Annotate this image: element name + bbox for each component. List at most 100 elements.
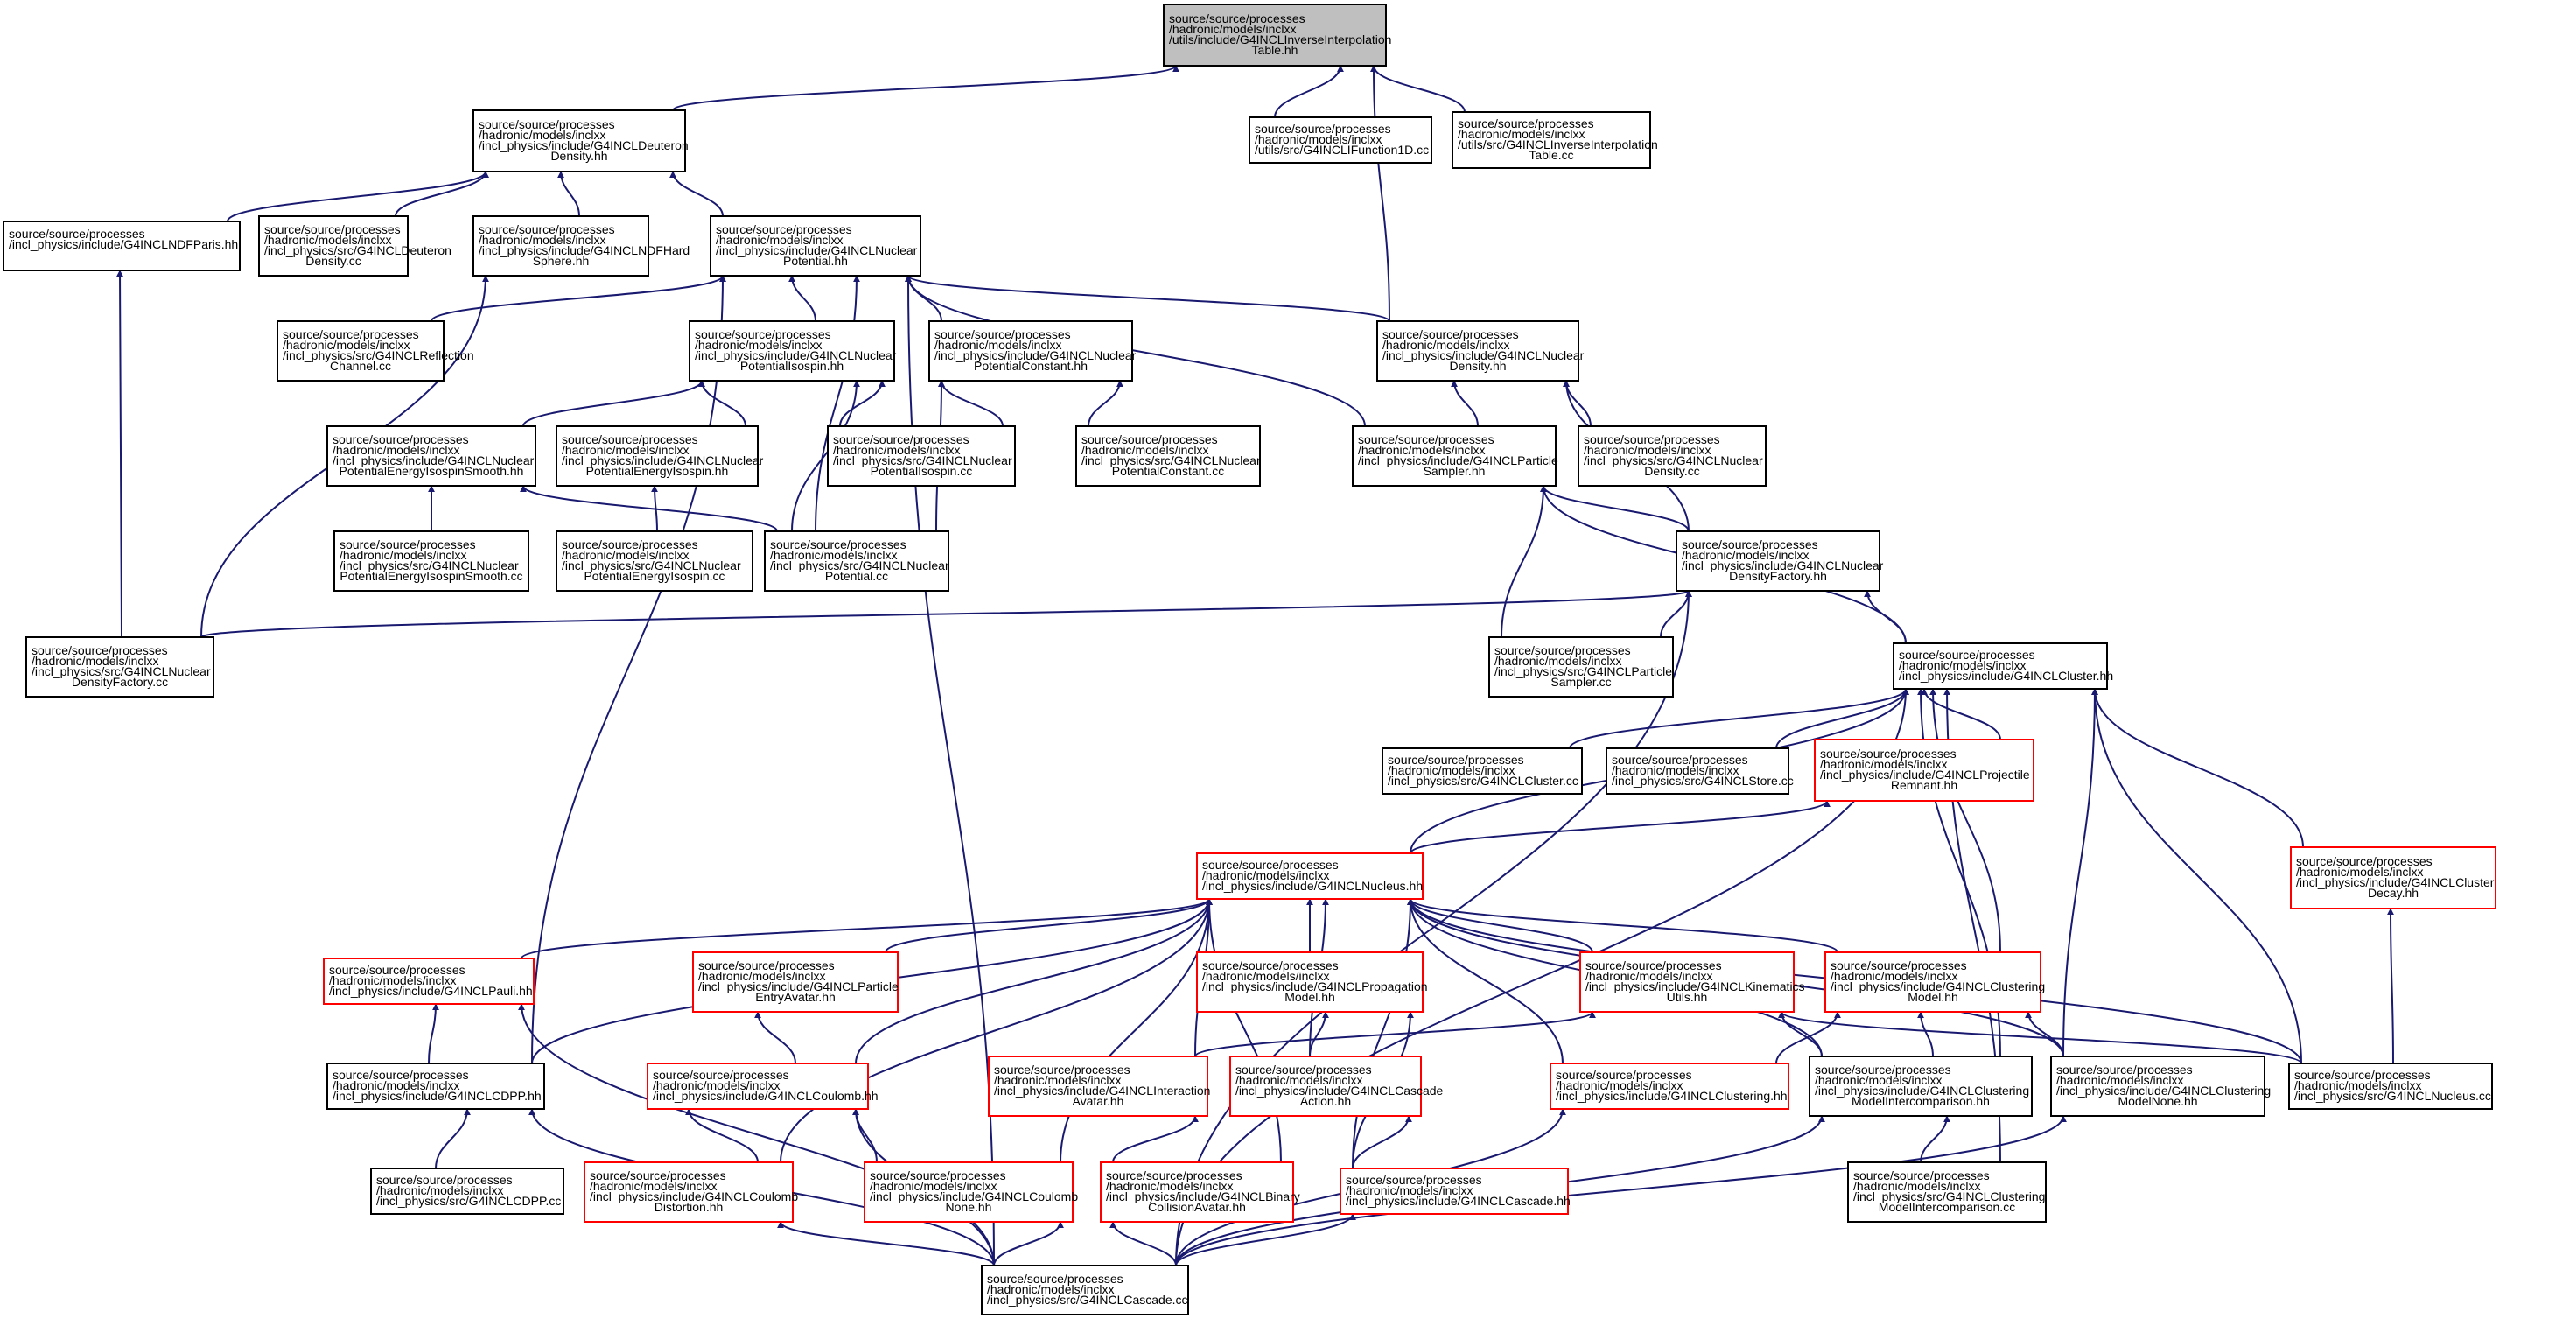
file-node-box[interactable] bbox=[584, 1161, 794, 1223]
file-node-box[interactable] bbox=[1196, 951, 1424, 1013]
file-node-box[interactable] bbox=[276, 320, 444, 382]
file-node-pauli-hh[interactable]: source/source/processes/hadronic/models/… bbox=[323, 958, 535, 1005]
file-node-box[interactable] bbox=[326, 425, 536, 487]
file-node-box[interactable] bbox=[258, 215, 409, 277]
file-node-coulomb-none-hh[interactable]: source/source/processes/hadronic/models/… bbox=[864, 1161, 1078, 1223]
file-node-cluster-hh[interactable]: source/source/processes/hadronic/models/… bbox=[1893, 642, 2113, 690]
file-node-box[interactable] bbox=[1488, 636, 1674, 698]
file-node-box[interactable] bbox=[1579, 951, 1795, 1013]
file-node-box[interactable] bbox=[1814, 739, 2034, 802]
file-node-box[interactable] bbox=[1606, 747, 1789, 795]
file-node-box[interactable] bbox=[556, 530, 753, 592]
file-node-deuteron-density-hh[interactable]: source/source/processes/hadronic/models/… bbox=[472, 109, 689, 172]
file-node-box[interactable] bbox=[864, 1161, 1074, 1223]
file-node-box[interactable] bbox=[1100, 1161, 1294, 1223]
file-node-pot-constant-cc[interactable]: source/source/processes/hadronic/models/… bbox=[1075, 425, 1261, 487]
file-node-coulomb-distortion-hh[interactable]: source/source/processes/hadronic/models/… bbox=[584, 1161, 798, 1223]
file-node-particle-sampler-hh[interactable]: source/source/processes/hadronic/models/… bbox=[1352, 425, 1558, 487]
file-node-box[interactable] bbox=[692, 951, 899, 1013]
file-node-box[interactable] bbox=[689, 320, 895, 382]
file-node-pe-iso-hh[interactable]: source/source/processes/hadronic/models/… bbox=[556, 425, 764, 487]
file-node-box[interactable] bbox=[2050, 1056, 2265, 1117]
file-node-box[interactable] bbox=[1340, 1168, 1569, 1215]
file-node-box[interactable] bbox=[1893, 642, 2108, 690]
file-node-box[interactable] bbox=[1550, 1063, 1789, 1110]
file-node-box[interactable] bbox=[1809, 1056, 2033, 1117]
file-node-box[interactable] bbox=[556, 425, 759, 487]
file-node-cascade-cc[interactable]: source/source/processes/hadronic/models/… bbox=[981, 1265, 1189, 1315]
file-node-nucleus-cc[interactable]: source/source/processes/hadronic/models/… bbox=[2288, 1063, 2493, 1110]
file-node-box[interactable] bbox=[1452, 111, 1651, 169]
file-node-box[interactable] bbox=[472, 215, 649, 277]
file-node-clustering-mi-hh[interactable]: source/source/processes/hadronic/models/… bbox=[1809, 1056, 2033, 1117]
file-node-box[interactable] bbox=[1578, 425, 1767, 487]
file-node-ndfhard-hh[interactable]: source/source/processes/hadronic/models/… bbox=[472, 215, 690, 277]
file-node-store-cc[interactable]: source/source/processes/hadronic/models/… bbox=[1606, 747, 1794, 795]
file-node-box[interactable] bbox=[981, 1265, 1189, 1315]
file-node-box[interactable] bbox=[2290, 846, 2496, 909]
file-node-box[interactable] bbox=[1196, 852, 1424, 900]
file-node-cluster-cc[interactable]: source/source/processes/hadronic/models/… bbox=[1382, 747, 1583, 795]
file-node-box[interactable] bbox=[1352, 425, 1557, 487]
file-node-box[interactable] bbox=[1382, 747, 1583, 795]
file-node-reflection-cc[interactable]: source/source/processes/hadronic/models/… bbox=[276, 320, 474, 382]
file-node-nuclear-potential-hh[interactable]: source/source/processes/hadronic/models/… bbox=[710, 215, 921, 277]
file-node-pe-iso-cc[interactable]: source/source/processes/hadronic/models/… bbox=[556, 530, 753, 592]
file-node-cdpp-hh[interactable]: source/source/processes/hadronic/models/… bbox=[326, 1063, 545, 1110]
file-node-box[interactable] bbox=[370, 1168, 564, 1215]
file-node-box[interactable] bbox=[326, 1063, 545, 1110]
file-node-box[interactable] bbox=[1824, 951, 2041, 1013]
file-node-kinematics-hh[interactable]: source/source/processes/hadronic/models/… bbox=[1579, 951, 1805, 1013]
file-node-coulomb-hh[interactable]: source/source/processes/hadronic/models/… bbox=[647, 1063, 878, 1110]
file-node-projectile-remnant-hh[interactable]: source/source/processes/hadronic/models/… bbox=[1814, 739, 2034, 802]
file-node-particle-entry-hh[interactable]: source/source/processes/hadronic/models/… bbox=[692, 951, 899, 1013]
file-node-density-factory-cc[interactable]: source/source/processes/hadronic/models/… bbox=[25, 636, 214, 698]
file-node-inv-table-cc[interactable]: source/source/processes/hadronic/models/… bbox=[1452, 111, 1658, 169]
file-node-box[interactable] bbox=[323, 958, 535, 1005]
file-node-inv-table-hh[interactable]: source/source/processes/hadronic/models/… bbox=[1163, 4, 1391, 67]
file-node-clustering-hh[interactable]: source/source/processes/hadronic/models/… bbox=[1550, 1063, 1789, 1110]
file-node-box[interactable] bbox=[2288, 1063, 2493, 1110]
file-node-box[interactable] bbox=[472, 109, 686, 172]
file-node-propagation-hh[interactable]: source/source/processes/hadronic/models/… bbox=[1196, 951, 1428, 1013]
file-node-clustering-model-hh[interactable]: source/source/processes/hadronic/models/… bbox=[1824, 951, 2045, 1013]
file-node-box[interactable] bbox=[1075, 425, 1261, 487]
file-node-interaction-avatar-hh[interactable]: source/source/processes/hadronic/models/… bbox=[988, 1056, 1210, 1117]
file-node-box[interactable] bbox=[3, 221, 241, 271]
file-node-clustering-mi-cc[interactable]: source/source/processes/hadronic/models/… bbox=[1847, 1161, 2047, 1223]
file-node-box[interactable] bbox=[333, 530, 529, 592]
file-node-cascade-hh[interactable]: source/source/processes/hadronic/models/… bbox=[1340, 1168, 1571, 1215]
file-node-box[interactable] bbox=[647, 1063, 869, 1110]
file-node-box[interactable] bbox=[1376, 320, 1579, 382]
file-node-pot-isospin-hh[interactable]: source/source/processes/hadronic/models/… bbox=[689, 320, 897, 382]
file-node-ndfparis-hh[interactable]: source/source/processes/incl_physics/inc… bbox=[3, 221, 241, 271]
file-node-box[interactable] bbox=[710, 215, 921, 277]
file-node-box[interactable] bbox=[827, 425, 1016, 487]
file-node-clustering-none-hh[interactable]: source/source/processes/hadronic/models/… bbox=[2050, 1056, 2271, 1117]
file-node-particle-sampler-cc[interactable]: source/source/processes/hadronic/models/… bbox=[1488, 636, 1674, 698]
file-node-density-factory-hh[interactable]: source/source/processes/hadronic/models/… bbox=[1676, 530, 1884, 592]
file-node-box[interactable] bbox=[988, 1056, 1208, 1117]
file-node-pot-constant-hh[interactable]: source/source/processes/hadronic/models/… bbox=[928, 320, 1137, 382]
file-node-nuclear-density-hh[interactable]: source/source/processes/hadronic/models/… bbox=[1376, 320, 1585, 382]
file-node-box[interactable] bbox=[1249, 116, 1432, 164]
file-node-box[interactable] bbox=[1847, 1161, 2047, 1223]
file-node-binary-collision-hh[interactable]: source/source/processes/hadronic/models/… bbox=[1100, 1161, 1300, 1223]
file-node-pe-iso-smooth-cc[interactable]: source/source/processes/hadronic/models/… bbox=[333, 530, 529, 592]
file-node-box[interactable] bbox=[25, 636, 214, 698]
file-node-cdpp-cc[interactable]: source/source/processes/hadronic/models/… bbox=[370, 1168, 564, 1215]
file-node-nuclear-density-cc[interactable]: source/source/processes/hadronic/models/… bbox=[1578, 425, 1767, 487]
file-node-cascade-action-hh[interactable]: source/source/processes/hadronic/models/… bbox=[1229, 1056, 1444, 1117]
file-node-ifunction1d-cc[interactable]: source/source/processes/hadronic/models/… bbox=[1249, 116, 1432, 164]
file-node-cluster-decay-hh[interactable]: source/source/processes/hadronic/models/… bbox=[2290, 846, 2496, 909]
file-node-nucleus-hh[interactable]: source/source/processes/hadronic/models/… bbox=[1196, 852, 1424, 900]
file-node-nuclear-potential-cc[interactable]: source/source/processes/hadronic/models/… bbox=[764, 530, 949, 592]
file-node-box[interactable] bbox=[764, 530, 949, 592]
file-node-box[interactable] bbox=[1676, 530, 1880, 592]
file-node-box[interactable] bbox=[928, 320, 1133, 382]
file-node-box[interactable] bbox=[1229, 1056, 1422, 1117]
file-node-box[interactable] bbox=[1163, 4, 1387, 67]
file-node-pot-isospin-cc[interactable]: source/source/processes/hadronic/models/… bbox=[827, 425, 1016, 487]
file-node-deuteron-density-cc[interactable]: source/source/processes/hadronic/models/… bbox=[258, 215, 452, 277]
file-node-pe-iso-smooth-hh[interactable]: source/source/processes/hadronic/models/… bbox=[326, 425, 536, 487]
